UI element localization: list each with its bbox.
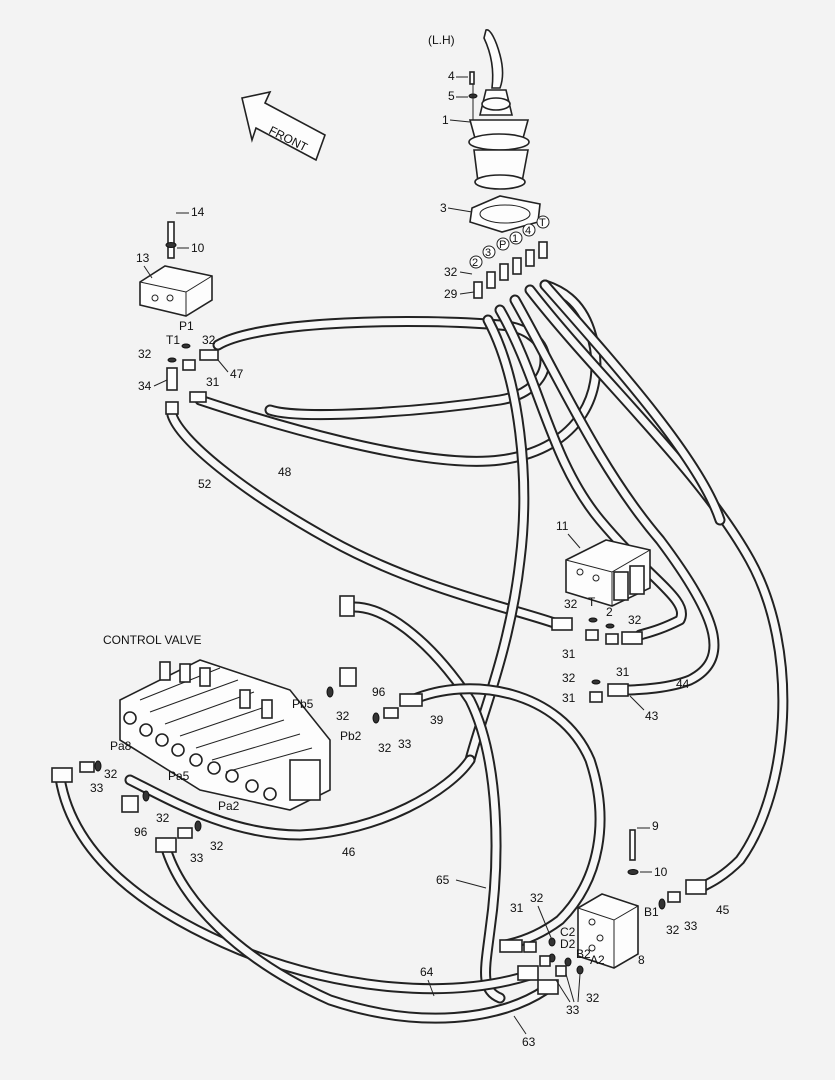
valve-block-11: 11 32 T 2 32 31 31 32 31 44 43: [551, 519, 690, 723]
svg-text:44: 44: [676, 677, 690, 691]
control-valve-label: CONTROL VALVE: [103, 633, 201, 647]
svg-text:T: T: [539, 217, 546, 229]
joystick-ports: 2 3 P 1 4 T 32 29: [444, 215, 550, 301]
svg-text:8: 8: [638, 953, 645, 967]
svg-text:34: 34: [138, 379, 152, 393]
svg-text:96: 96: [134, 825, 148, 839]
svg-text:B2: B2: [576, 947, 591, 961]
svg-text:39: 39: [430, 713, 444, 727]
svg-text:A2: A2: [590, 953, 605, 967]
svg-text:Pa2: Pa2: [218, 799, 240, 813]
svg-text:47: 47: [230, 367, 244, 381]
svg-text:P: P: [499, 239, 506, 251]
svg-text:46: 46: [342, 845, 356, 859]
svg-text:32: 32: [202, 333, 216, 347]
hose-39: [339, 601, 506, 1004]
svg-text:33: 33: [684, 919, 698, 933]
svg-text:32: 32: [336, 709, 350, 723]
svg-text:31: 31: [562, 647, 576, 661]
svg-text:32: 32: [210, 839, 224, 853]
svg-text:Pb2: Pb2: [340, 729, 362, 743]
svg-text:96: 96: [372, 685, 386, 699]
svg-text:33: 33: [90, 781, 104, 795]
svg-text:64: 64: [420, 965, 434, 979]
svg-text:3: 3: [485, 247, 491, 259]
svg-text:32: 32: [444, 265, 458, 279]
svg-text:T: T: [588, 595, 596, 609]
svg-text:31: 31: [562, 691, 576, 705]
svg-text:4: 4: [448, 69, 455, 83]
svg-text:33: 33: [190, 851, 204, 865]
hose-63: [159, 839, 551, 1024]
svg-text:4: 4: [525, 225, 531, 237]
svg-text:9: 9: [652, 819, 659, 833]
svg-text:31: 31: [206, 375, 220, 389]
hose-65: [406, 683, 606, 951]
svg-text:33: 33: [566, 1003, 580, 1017]
svg-text:Pb5: Pb5: [292, 697, 314, 711]
svg-text:31: 31: [510, 901, 524, 915]
svg-text:32: 32: [586, 991, 600, 1005]
svg-text:32: 32: [564, 597, 578, 611]
hoses: [54, 279, 789, 1024]
svg-text:52: 52: [198, 477, 212, 491]
svg-text:2: 2: [472, 257, 478, 269]
svg-text:3: 3: [440, 201, 447, 215]
svg-text:63: 63: [522, 1035, 536, 1049]
svg-text:43: 43: [645, 709, 659, 723]
svg-text:45: 45: [716, 903, 730, 917]
svg-text:48: 48: [278, 465, 292, 479]
svg-text:65: 65: [436, 873, 450, 887]
svg-text:14: 14: [191, 205, 205, 219]
joystick-lh: (L.H) 4 5 1 3: [428, 29, 541, 233]
manifold-block-13: 14 10 13 P1 T1 32 32 31 34 47 48 52: [136, 205, 292, 491]
svg-text:32: 32: [666, 923, 680, 937]
svg-text:32: 32: [156, 811, 170, 825]
svg-text:2: 2: [606, 605, 613, 619]
svg-text:P1: P1: [179, 319, 194, 333]
svg-text:32: 32: [138, 347, 152, 361]
svg-text:33: 33: [398, 737, 412, 751]
manifold-block-8: 9 10 B1 8 C2 D2 B2 A2 32 33 45 31 32 32 …: [420, 819, 730, 1049]
svg-text:32: 32: [562, 671, 576, 685]
svg-text:32: 32: [628, 613, 642, 627]
svg-text:Pa5: Pa5: [168, 769, 190, 783]
svg-text:D2: D2: [560, 937, 576, 951]
svg-text:10: 10: [191, 241, 205, 255]
svg-text:31: 31: [616, 665, 630, 679]
svg-text:1: 1: [512, 233, 518, 245]
svg-text:11: 11: [556, 519, 569, 533]
svg-text:Pa8: Pa8: [110, 739, 132, 753]
svg-text:10: 10: [654, 865, 668, 879]
control-valve-fittings: 96 32 39 32 33 33 32 96 32 33 32 46: [51, 595, 444, 865]
svg-text:1: 1: [442, 113, 449, 127]
svg-text:32: 32: [530, 891, 544, 905]
hose-48: [194, 279, 602, 467]
lh-label: (L.H): [428, 33, 455, 47]
hose-46: [124, 754, 476, 841]
control-valve: CONTROL VALVE Pa8 Pa5 Pa2 Pb5 Pb2: [103, 633, 362, 813]
svg-text:T1: T1: [166, 333, 180, 347]
svg-text:13: 13: [136, 251, 150, 265]
svg-text:32: 32: [378, 741, 392, 755]
svg-text:32: 32: [104, 767, 118, 781]
front-arrow: FRONT: [241, 90, 326, 162]
svg-text:C2: C2: [560, 925, 576, 939]
svg-text:29: 29: [444, 287, 458, 301]
svg-text:5: 5: [448, 89, 455, 103]
svg-text:B1: B1: [644, 905, 659, 919]
